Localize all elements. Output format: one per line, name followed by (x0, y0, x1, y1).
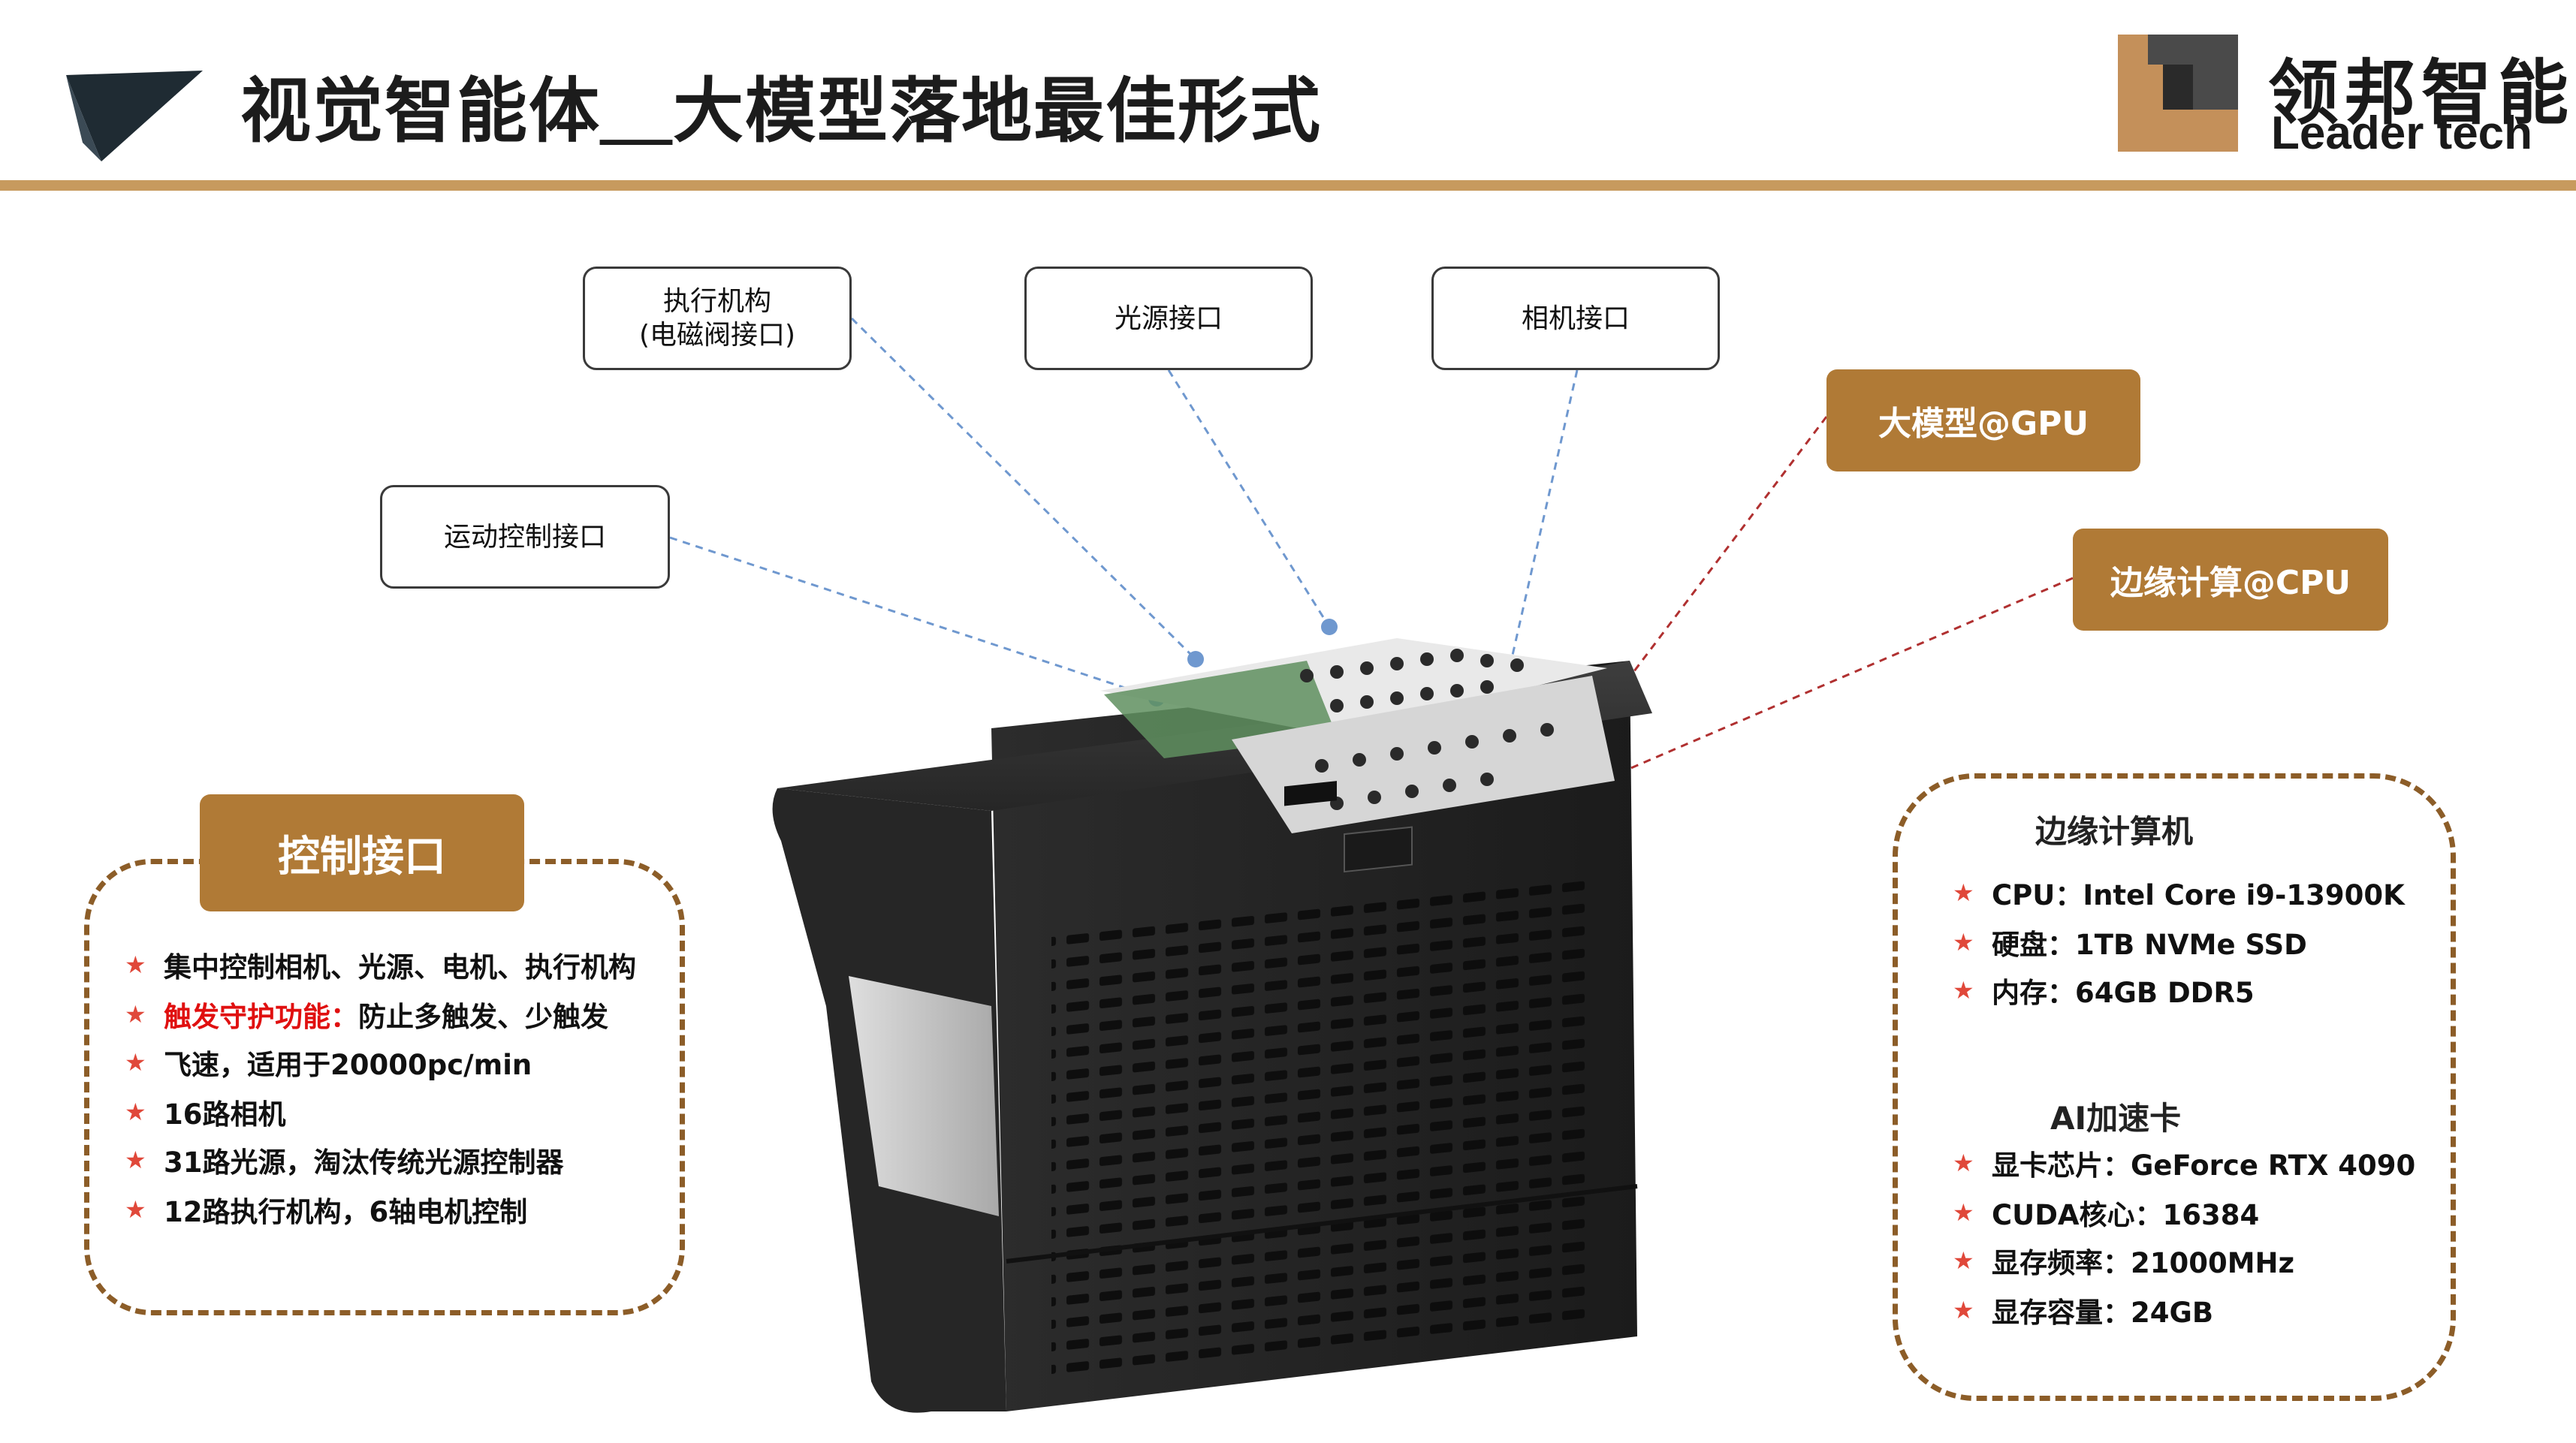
star-bullet-icon: ★ (1953, 1198, 1974, 1227)
list-item: ★ 触发守护功能： 防止多触发、少触发 (125, 994, 608, 1035)
edge-computer-panel (1893, 773, 2456, 1401)
star-bullet-icon: ★ (1953, 928, 1974, 956)
list-item: ★ 显存容量：24GB (1953, 1296, 2214, 1329)
edge-computer-title: 边缘计算机 (2035, 813, 2194, 850)
list-item: ★ 硬盘：1TB NVMe SSD (1953, 928, 2307, 961)
star-bullet-icon: ★ (125, 1048, 146, 1077)
callout-actuator-interface: 执行机构 (电磁阀接口) (583, 267, 852, 370)
star-bullet-icon: ★ (125, 950, 146, 979)
page-title: 视觉智能体＿大模型落地最佳形式 (240, 71, 1323, 152)
callout-cpu: 边缘计算@CPU (2073, 529, 2388, 631)
star-bullet-icon: ★ (1953, 1296, 1974, 1324)
callout-light-interface: 光源接口 (1024, 267, 1313, 370)
callout-camera-interface: 相机接口 (1431, 267, 1720, 370)
leader-tech-logo-icon (2118, 35, 2238, 152)
star-bullet-icon: ★ (125, 1000, 146, 1029)
control-interface-title: 控制接口 (200, 794, 524, 911)
star-bullet-icon: ★ (125, 1195, 146, 1224)
vision-agent-device-image (772, 638, 1652, 1413)
list-item: ★ 显卡芯片：GeForce RTX 4090 (1953, 1149, 2416, 1182)
star-bullet-icon: ★ (125, 1146, 146, 1174)
callout-motion-interface: 运动控制接口 (380, 485, 670, 589)
trigger-guard-highlight: 触发守护功能： (164, 1001, 358, 1033)
list-item: ★ 16路相机 (125, 1098, 286, 1131)
brand-name-en: Leader tech (2271, 107, 2533, 159)
brand-name-cn: 领邦智能 (2268, 53, 2575, 134)
star-bullet-icon: ★ (1953, 976, 1974, 1005)
list-item: ★ 12路执行机构，6轴电机控制 (125, 1195, 528, 1228)
ai-card-title: AI加速卡 (2050, 1100, 2182, 1137)
list-item: ★ 31路光源，淘汰传统光源控制器 (125, 1146, 564, 1179)
star-bullet-icon: ★ (1953, 878, 1974, 907)
header-divider (0, 180, 2576, 191)
control-interface-panel (84, 859, 685, 1315)
star-bullet-icon: ★ (1953, 1246, 1974, 1275)
list-item: ★ 飞速，适用于20000pc/min (125, 1048, 532, 1081)
list-item: ★ 显存频率：21000MHz (1953, 1246, 2295, 1279)
list-item: ★ CPU：Intel Core i9-13900K (1953, 878, 2405, 911)
star-bullet-icon: ★ (125, 1098, 146, 1126)
list-item: ★ CUDA核心：16384 (1953, 1198, 2260, 1231)
callout-gpu: 大模型@GPU (1826, 369, 2140, 471)
list-item: ★ 集中控制相机、光源、电机、执行机构 (125, 950, 636, 984)
list-item: ★ 内存：64GB DDR5 (1953, 976, 2255, 1009)
callout-actuator-line1: 执行机构 (662, 286, 771, 317)
logo-triangle-icon (66, 71, 203, 161)
star-bullet-icon: ★ (1953, 1149, 1974, 1177)
callout-actuator-line2: (电磁阀接口) (638, 320, 796, 351)
